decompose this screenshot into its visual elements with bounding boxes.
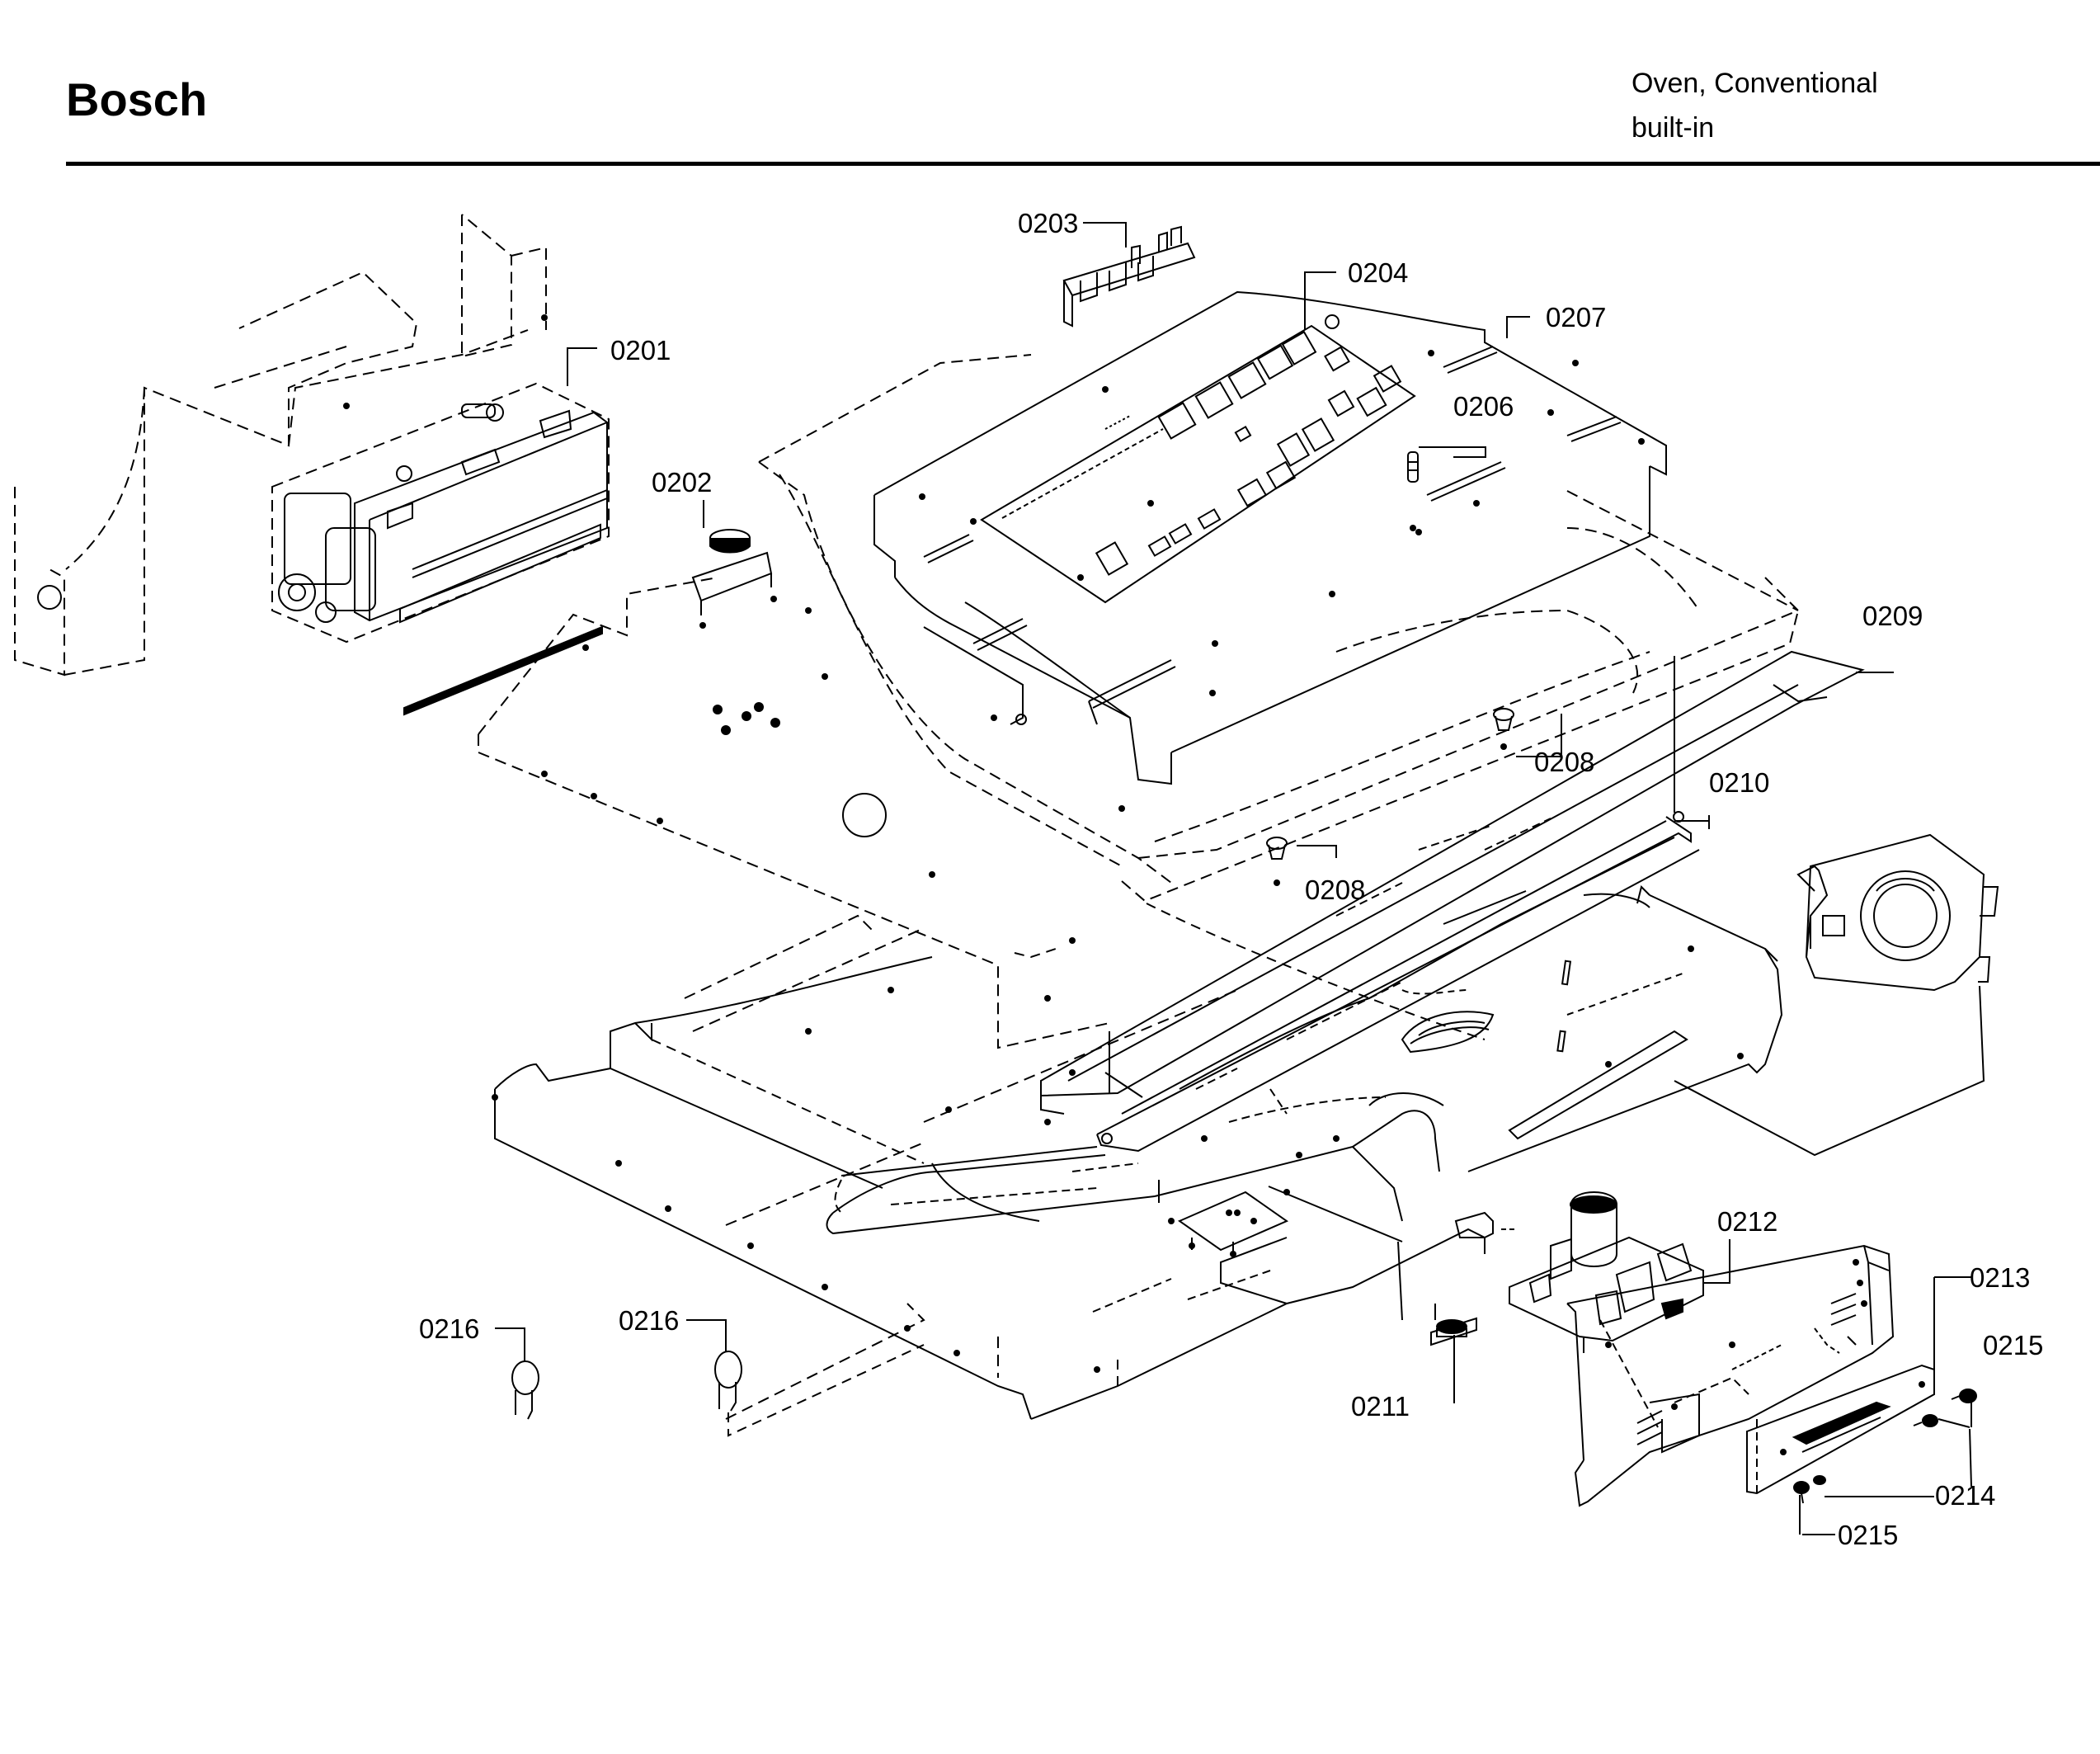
callout-0209: 0209 <box>1862 601 1923 631</box>
grommet-upper <box>1493 708 1514 750</box>
screw-0214-lower <box>1813 1475 1826 1485</box>
grommet-lower <box>1266 837 1288 886</box>
callout-0204: 0204 <box>1348 257 1408 288</box>
callout-0202: 0202 <box>652 467 712 497</box>
product-subtype: built-in <box>1632 112 1715 144</box>
clip-right <box>714 1344 925 1437</box>
oven-bottom-panel <box>492 824 1783 1420</box>
rear-bottom-frame <box>684 914 1238 1420</box>
screw-0214 <box>1913 1414 1938 1427</box>
callout-0214: 0214 <box>1935 1480 1995 1511</box>
pcb-spacer <box>1407 451 1419 531</box>
header-rule <box>66 162 2100 166</box>
callout-0211: 0211 <box>1351 1391 1410 1422</box>
front-control-bracket <box>1566 1244 1895 1507</box>
front-rail <box>1040 650 1865 1115</box>
limit-thermostat <box>1268 1186 1477 1346</box>
callout-0206: 0206 <box>1453 391 1514 422</box>
side-panel-hole <box>37 585 62 610</box>
callout-0208-upper: 0208 <box>1534 747 1594 777</box>
control-board-bracket <box>873 290 1667 785</box>
callout-0216-right: 0216 <box>619 1305 679 1336</box>
motor-assembly <box>1454 1191 1704 1353</box>
callout-0201: 0201 <box>610 335 671 365</box>
control-board <box>980 324 1416 604</box>
panel-hole <box>842 793 887 837</box>
callout-leaders <box>495 222 1972 1535</box>
callout-0213: 0213 <box>1970 1262 2030 1293</box>
screw-0215-upper <box>1951 1389 1977 1403</box>
product-type: Oven, Conventional <box>1632 68 1878 99</box>
callout-0208-lower: 0208 <box>1305 875 1365 905</box>
brand-title: Bosch <box>66 73 208 125</box>
callout-0210: 0210 <box>1709 767 1769 798</box>
callout-0216-left: 0216 <box>419 1313 479 1344</box>
callout-0203: 0203 <box>1018 208 1078 238</box>
rear-fan-cover <box>1674 833 1999 1157</box>
callout-0212: 0212 <box>1717 1206 1777 1237</box>
screw-0215-lower <box>1793 1481 1810 1504</box>
lower-trim-rail <box>1096 811 1700 1153</box>
callout-0207: 0207 <box>1546 302 1606 332</box>
callout-0215-lower: 0215 <box>1838 1520 1898 1550</box>
wire-connector <box>1062 225 1196 328</box>
panel-holes <box>541 607 1125 1002</box>
cooling-fan-assembly <box>271 382 610 716</box>
left-side-panel <box>14 214 547 677</box>
callout-0215-upper: 0215 <box>1983 1330 2043 1360</box>
side-panel-screw <box>541 314 548 321</box>
center-bracket <box>1158 1180 1289 1257</box>
clip-left <box>511 1360 539 1420</box>
oven-top-panel <box>478 354 1800 1049</box>
control-trim-plate <box>1746 1364 1935 1495</box>
thermostat-bracket <box>691 529 777 629</box>
side-panel-screw <box>343 403 350 409</box>
